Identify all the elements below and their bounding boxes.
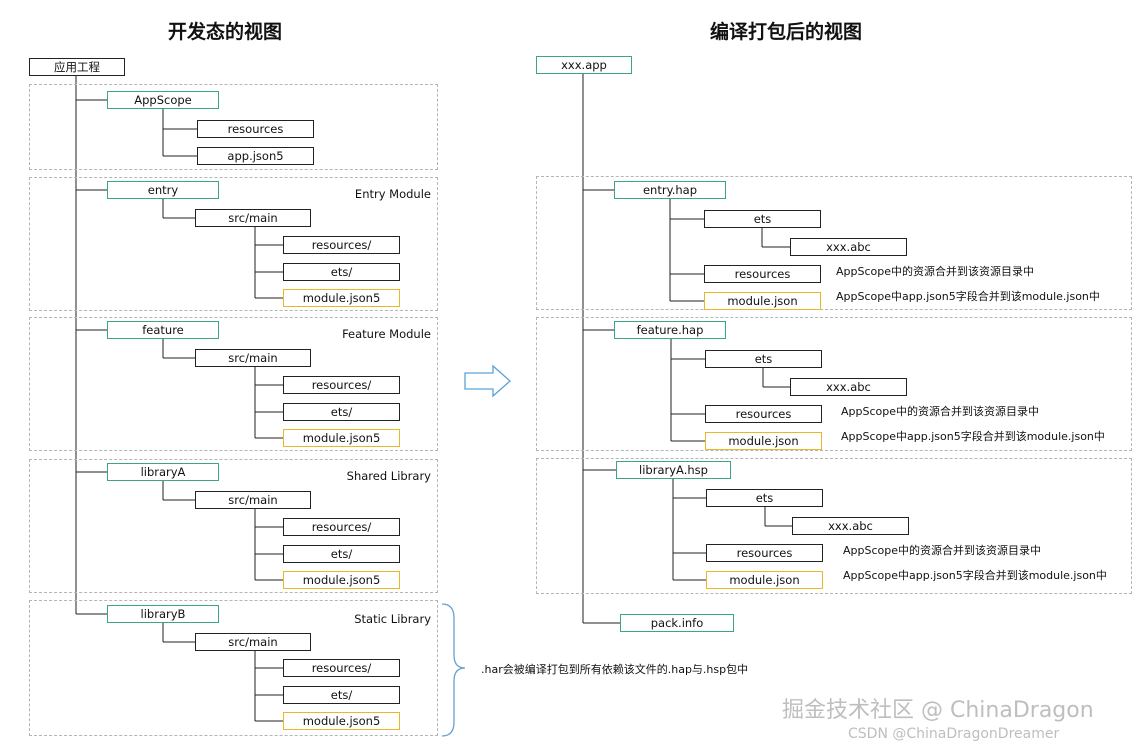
- librarya-hsp-resources-node: resources: [706, 544, 823, 562]
- app-root-node: xxx.app: [536, 56, 632, 74]
- project-root-node: 应用工程: [29, 58, 125, 76]
- entry-src-main-node: src/main: [195, 209, 311, 227]
- shared-library-label: Shared Library: [346, 469, 431, 483]
- feature-resources-node: resources/: [283, 376, 400, 394]
- librarya-hsp-json-note: AppScope中app.json5字段合并到该module.json中: [843, 569, 1107, 582]
- feature-hap-node: feature.hap: [614, 321, 726, 339]
- entry-hap-abc-node: xxx.abc: [790, 238, 907, 256]
- libraryb-ets-node: ets/: [283, 686, 400, 704]
- feature-hap-abc-node: xxx.abc: [790, 378, 907, 396]
- librarya-ets-node: ets/: [283, 545, 400, 563]
- librarya-hsp-resources-note: AppScope中的资源合并到该资源目录中: [843, 544, 1041, 557]
- libraryb-node: libraryB: [107, 605, 219, 623]
- librarya-hsp-group: [536, 458, 1132, 594]
- left-title: 开发态的视图: [168, 21, 283, 43]
- feature-module-json5-node: module.json5: [283, 429, 400, 447]
- entry-hap-node: entry.hap: [614, 181, 726, 199]
- feature-module-group: [29, 317, 438, 451]
- feature-hap-group: [536, 317, 1132, 451]
- entry-hap-group: [536, 176, 1132, 310]
- right-title: 编译打包后的视图: [710, 21, 863, 43]
- pack-info-node: pack.info: [620, 614, 734, 632]
- libraryb-resources-node: resources/: [283, 659, 400, 677]
- libraryb-module-json5-node: module.json5: [283, 712, 400, 730]
- librarya-resources-node: resources/: [283, 518, 400, 536]
- entry-hap-module-json-node: module.json: [704, 292, 821, 310]
- entry-module-json5-node: module.json5: [283, 289, 400, 307]
- feature-hap-resources-node: resources: [705, 405, 822, 423]
- appscope-node: AppScope: [107, 91, 219, 109]
- feature-hap-ets-node: ets: [705, 350, 822, 368]
- librarya-node: libraryA: [107, 463, 219, 481]
- har-note: .har会被编译打包到所有依赖该文件的.hap与.hsp包中: [481, 663, 749, 676]
- entry-module-group: [29, 177, 438, 311]
- feature-hap-json-note: AppScope中app.json5字段合并到该module.json中: [841, 430, 1105, 443]
- app-json5-node: app.json5: [197, 147, 314, 165]
- feature-hap-module-json-node: module.json: [705, 432, 822, 450]
- feature-module-label: Feature Module: [342, 327, 431, 341]
- csdn-watermark: CSDN @ChinaDragonDreamer: [848, 726, 1060, 742]
- feature-hap-resources-note: AppScope中的资源合并到该资源目录中: [841, 405, 1039, 418]
- feature-ets-node: ets/: [283, 403, 400, 421]
- static-library-group: [29, 600, 438, 736]
- static-library-bracket: [441, 603, 466, 737]
- feature-src-main-node: src/main: [195, 349, 311, 367]
- librarya-hsp-ets-node: ets: [706, 489, 823, 507]
- feature-node: feature: [107, 321, 219, 339]
- entry-resources-node: resources/: [283, 236, 400, 254]
- static-library-label: Static Library: [354, 612, 431, 626]
- librarya-src-main-node: src/main: [195, 491, 311, 509]
- juejin-watermark: 掘金技术社区 @ ChinaDragon: [782, 698, 1094, 723]
- libraryb-src-main-node: src/main: [195, 633, 311, 651]
- entry-hap-resources-note: AppScope中的资源合并到该资源目录中: [836, 265, 1034, 278]
- shared-library-group: [29, 459, 438, 593]
- librarya-hsp-module-json-node: module.json: [706, 571, 823, 589]
- appscope-group: [29, 84, 438, 170]
- entry-node: entry: [107, 181, 219, 199]
- entry-ets-node: ets/: [283, 263, 400, 281]
- entry-hap-resources-node: resources: [704, 265, 821, 283]
- appscope-resources-node: resources: [197, 120, 314, 138]
- librarya-hsp-node: libraryA.hsp: [616, 461, 731, 479]
- entry-hap-ets-node: ets: [704, 210, 821, 228]
- entry-module-label: Entry Module: [354, 187, 431, 201]
- transform-arrow: [464, 364, 511, 398]
- entry-hap-json-note: AppScope中app.json5字段合并到该module.json中: [836, 290, 1100, 303]
- librarya-hsp-abc-node: xxx.abc: [792, 517, 909, 535]
- librarya-module-json5-node: module.json5: [283, 571, 400, 589]
